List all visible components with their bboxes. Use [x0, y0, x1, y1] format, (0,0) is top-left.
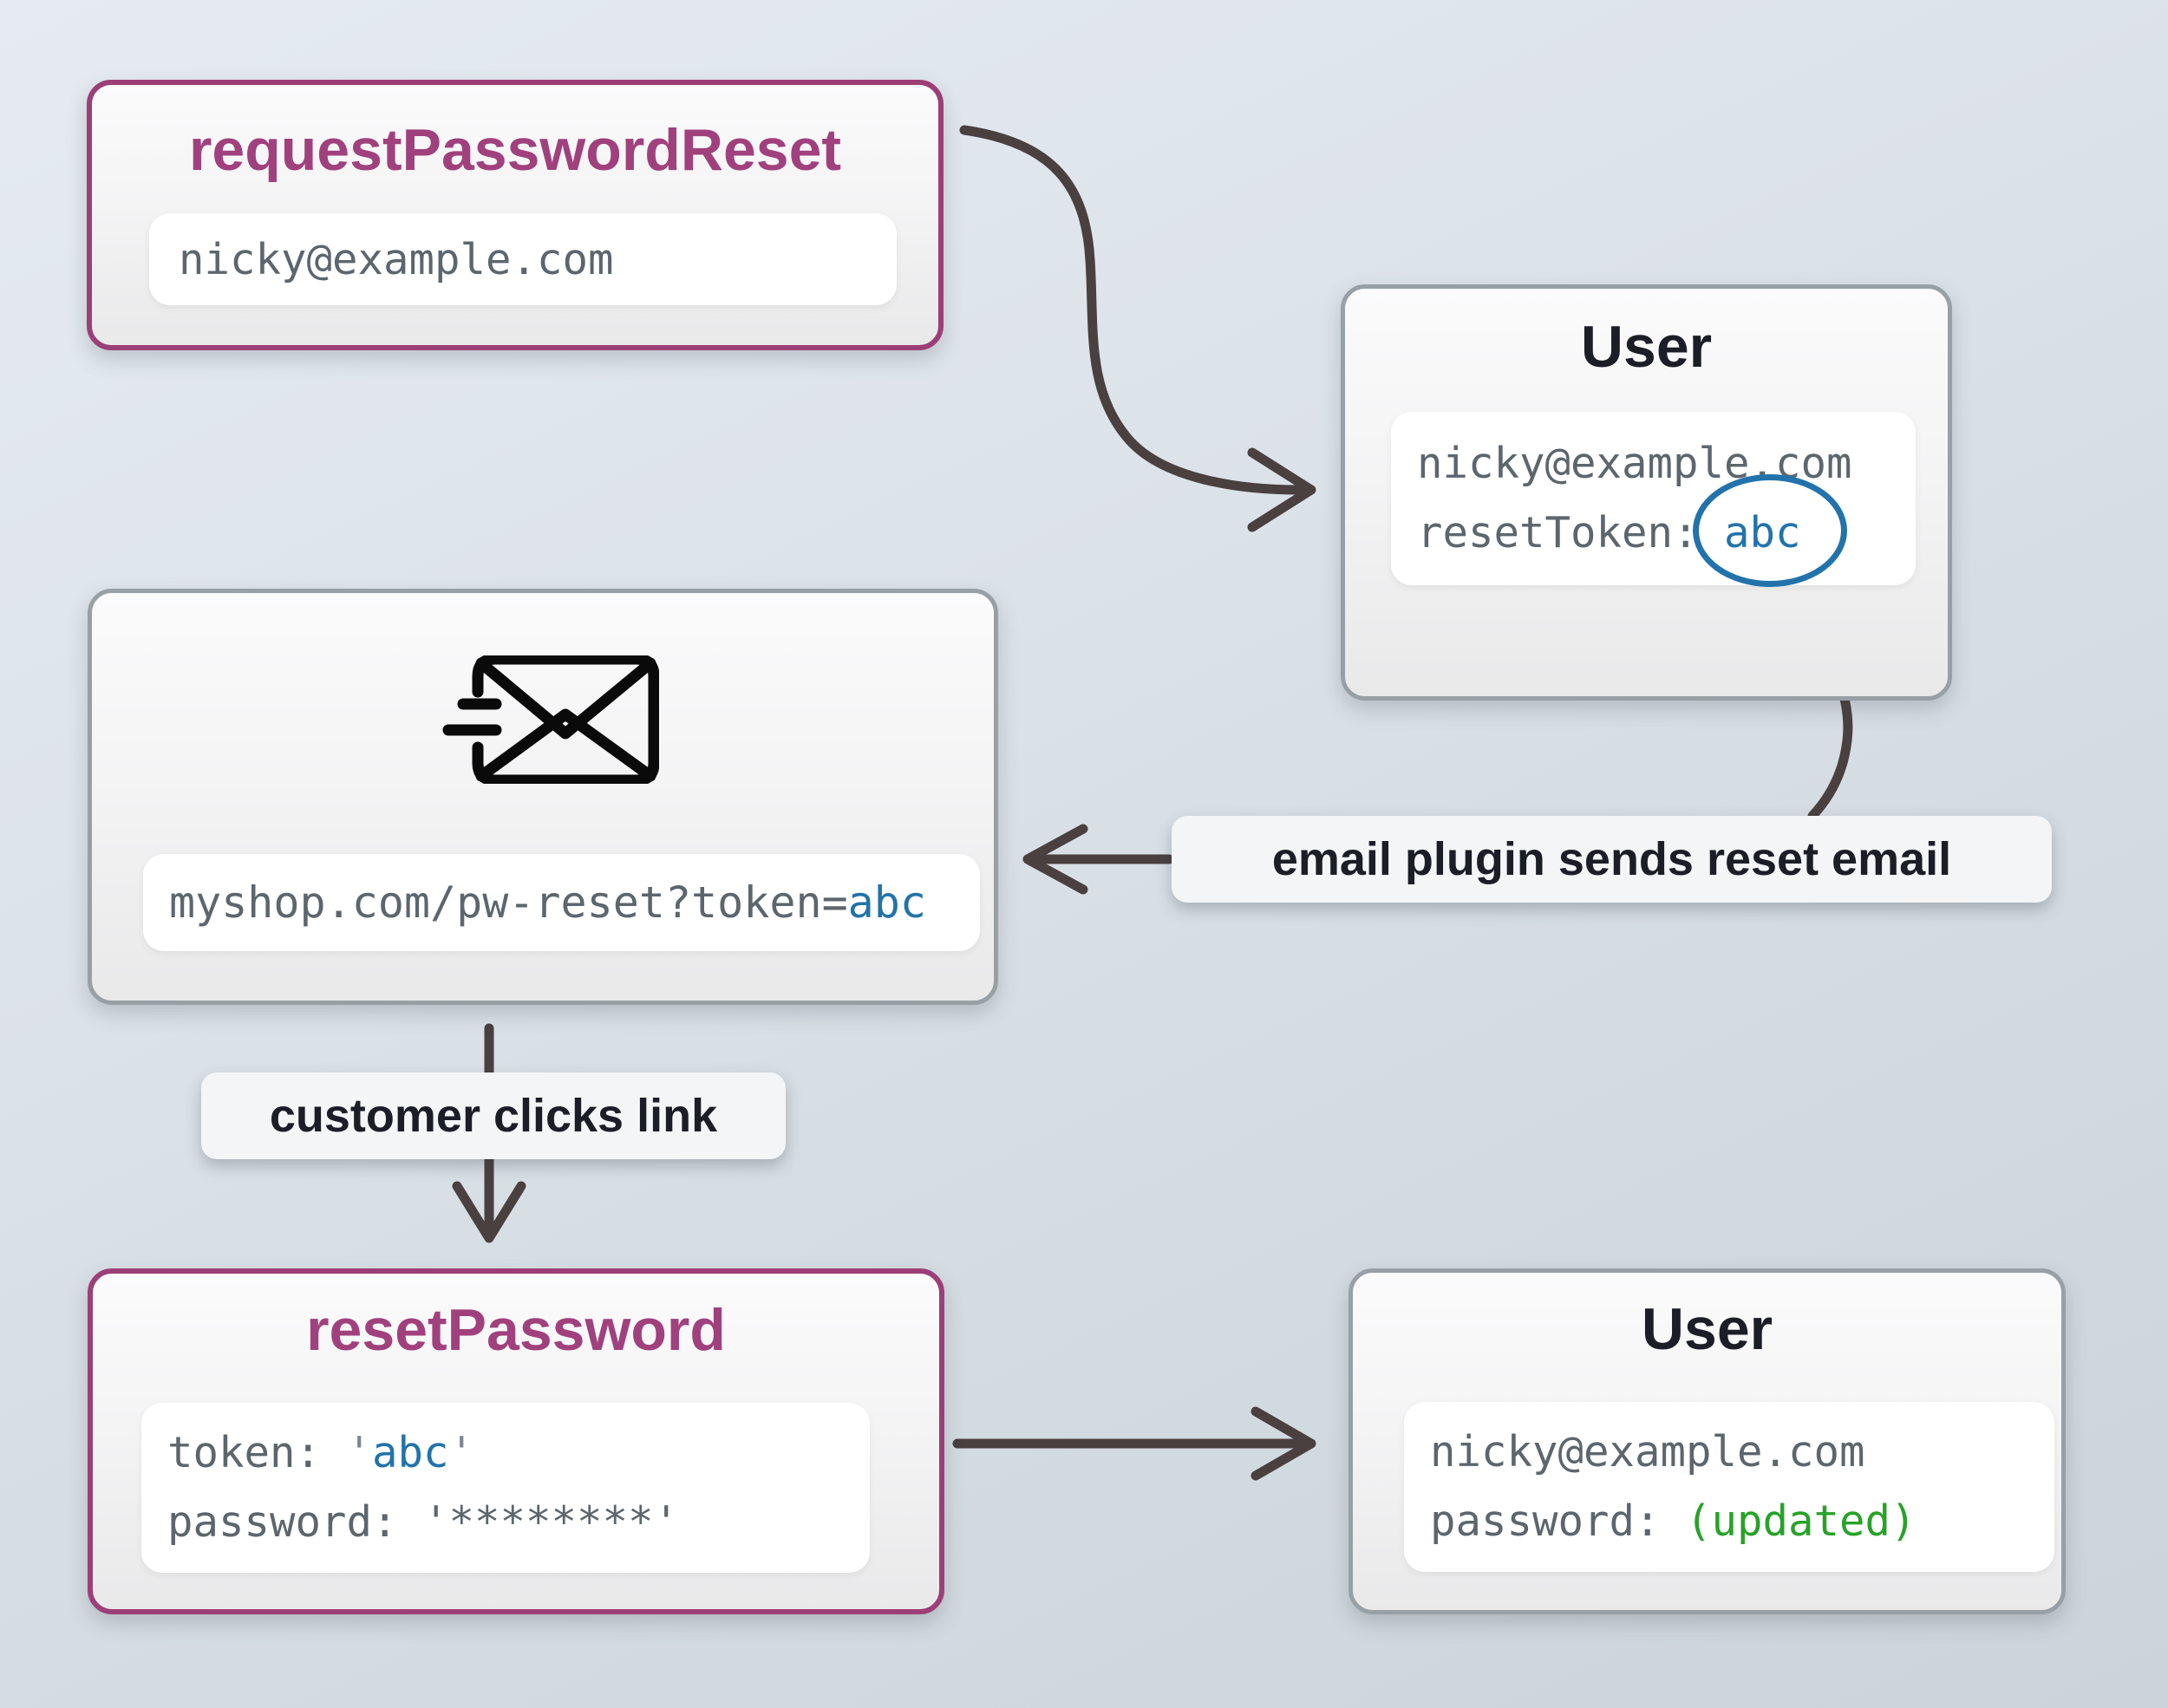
reset-args-field: token: 'abc' password: '********'	[141, 1403, 870, 1573]
user-email-line: nicky@example.com	[1430, 1427, 1865, 1477]
node-user-bottom: User nicky@example.com password: (update…	[1348, 1268, 2066, 1614]
reset-token-label: resetToken:	[1417, 508, 1725, 557]
annotation-email-plugin: email plugin sends reset email	[1172, 816, 2052, 903]
token-highlight-circle	[1693, 474, 1847, 587]
token-value: abc	[372, 1428, 449, 1477]
node-title: User	[1641, 1296, 1773, 1362]
user-email-line: nicky@example.com	[1417, 439, 1852, 488]
node-title: resetPassword	[306, 1297, 726, 1363]
annotation-customer-clicks: customer clicks link	[201, 1072, 786, 1159]
password-value: '********'	[423, 1497, 680, 1547]
node-user-top: User nicky@example.com resetToken: abc	[1341, 284, 1952, 701]
password-label: password:	[1430, 1496, 1687, 1546]
arrow-label-to-email	[1022, 824, 1174, 895]
token-open-quote: '	[346, 1428, 373, 1477]
arrow-reset-to-user	[952, 1406, 1316, 1481]
token-line: token: 'abc'	[167, 1418, 870, 1488]
arrow-request-to-user	[959, 125, 1316, 532]
token-close-quote: '	[448, 1428, 475, 1477]
token-label: token:	[167, 1428, 347, 1477]
node-request-password-reset: requestPasswordReset nicky@example.com	[87, 80, 944, 350]
send-email-icon	[442, 655, 659, 784]
reset-url-field: myshop.com/pw-reset?token=abc	[143, 854, 980, 951]
user-record-field: nicky@example.com password: (updated)	[1404, 1402, 2054, 1572]
email-value: nicky@example.com	[179, 234, 614, 284]
email-input-field: nicky@example.com	[149, 213, 897, 305]
reset-url-prefix: myshop.com/pw-reset?token=	[169, 877, 848, 928]
node-title: User	[1580, 314, 1713, 380]
password-updated-value: (updated)	[1686, 1496, 1917, 1546]
password-line: password: '********'	[167, 1488, 870, 1557]
password-label: password:	[167, 1497, 424, 1547]
password-updated-line: password: (updated)	[1430, 1487, 2054, 1556]
node-reset-password: resetPassword token: 'abc' password: '**…	[88, 1268, 944, 1614]
node-title: requestPasswordReset	[188, 117, 842, 183]
reset-url-token: abc	[847, 877, 926, 928]
node-reset-email: myshop.com/pw-reset?token=abc	[88, 589, 998, 1005]
user-record-field: nicky@example.com resetToken: abc	[1391, 412, 1916, 585]
reset-url: myshop.com/pw-reset?token=abc	[169, 877, 926, 928]
